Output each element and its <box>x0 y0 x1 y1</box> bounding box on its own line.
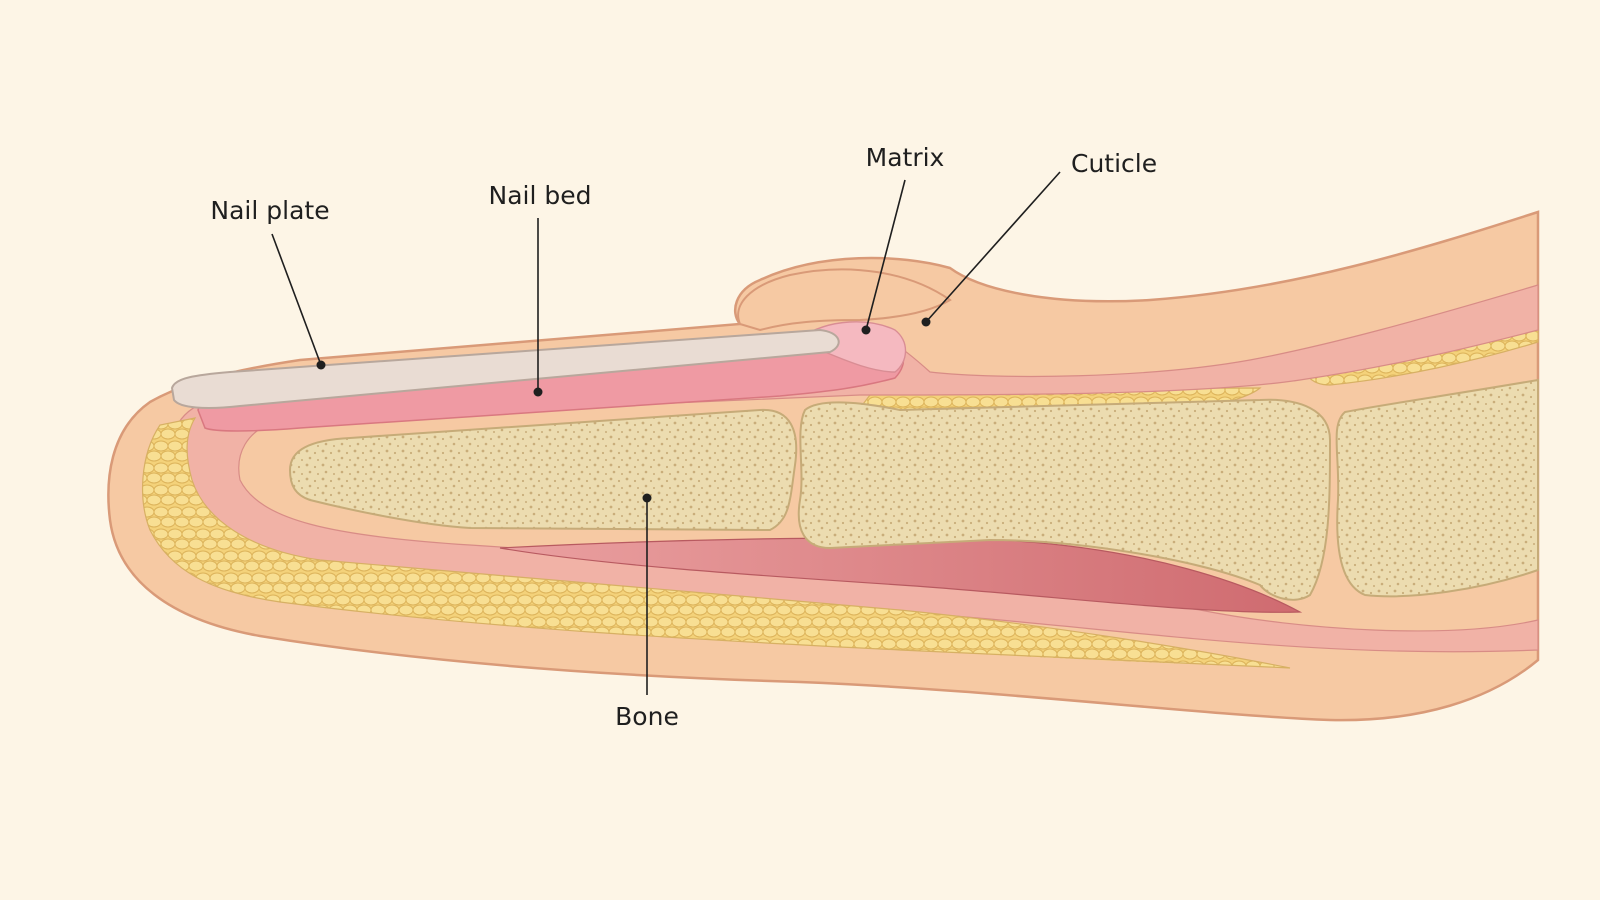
cuticle-pointer-dot <box>921 317 931 327</box>
matrix-pointer-dot <box>861 325 871 335</box>
ventral-fat-pad <box>142 417 1291 669</box>
nail-plate-leader <box>271 233 322 366</box>
cuticle-leader <box>925 171 1061 323</box>
bone-pointer-dot <box>642 493 652 503</box>
nail-bed-pointer-dot <box>533 387 543 397</box>
label-nail-plate: Nail plate <box>210 196 329 225</box>
label-cuticle: Cuticle <box>1071 149 1157 178</box>
distal-phalanx-bone <box>288 408 798 532</box>
proximal-nail-fold <box>737 268 952 332</box>
middle-phalanx-bone <box>797 398 1332 601</box>
proximal-phalanx-bone <box>1335 378 1539 598</box>
nail-plate-pointer-dot <box>316 360 326 370</box>
label-bone: Bone <box>615 702 679 731</box>
label-matrix: Matrix <box>866 143 945 172</box>
matrix-leader <box>865 179 906 331</box>
nail-plate-shape <box>170 328 840 409</box>
label-nail-bed: Nail bed <box>489 181 592 210</box>
